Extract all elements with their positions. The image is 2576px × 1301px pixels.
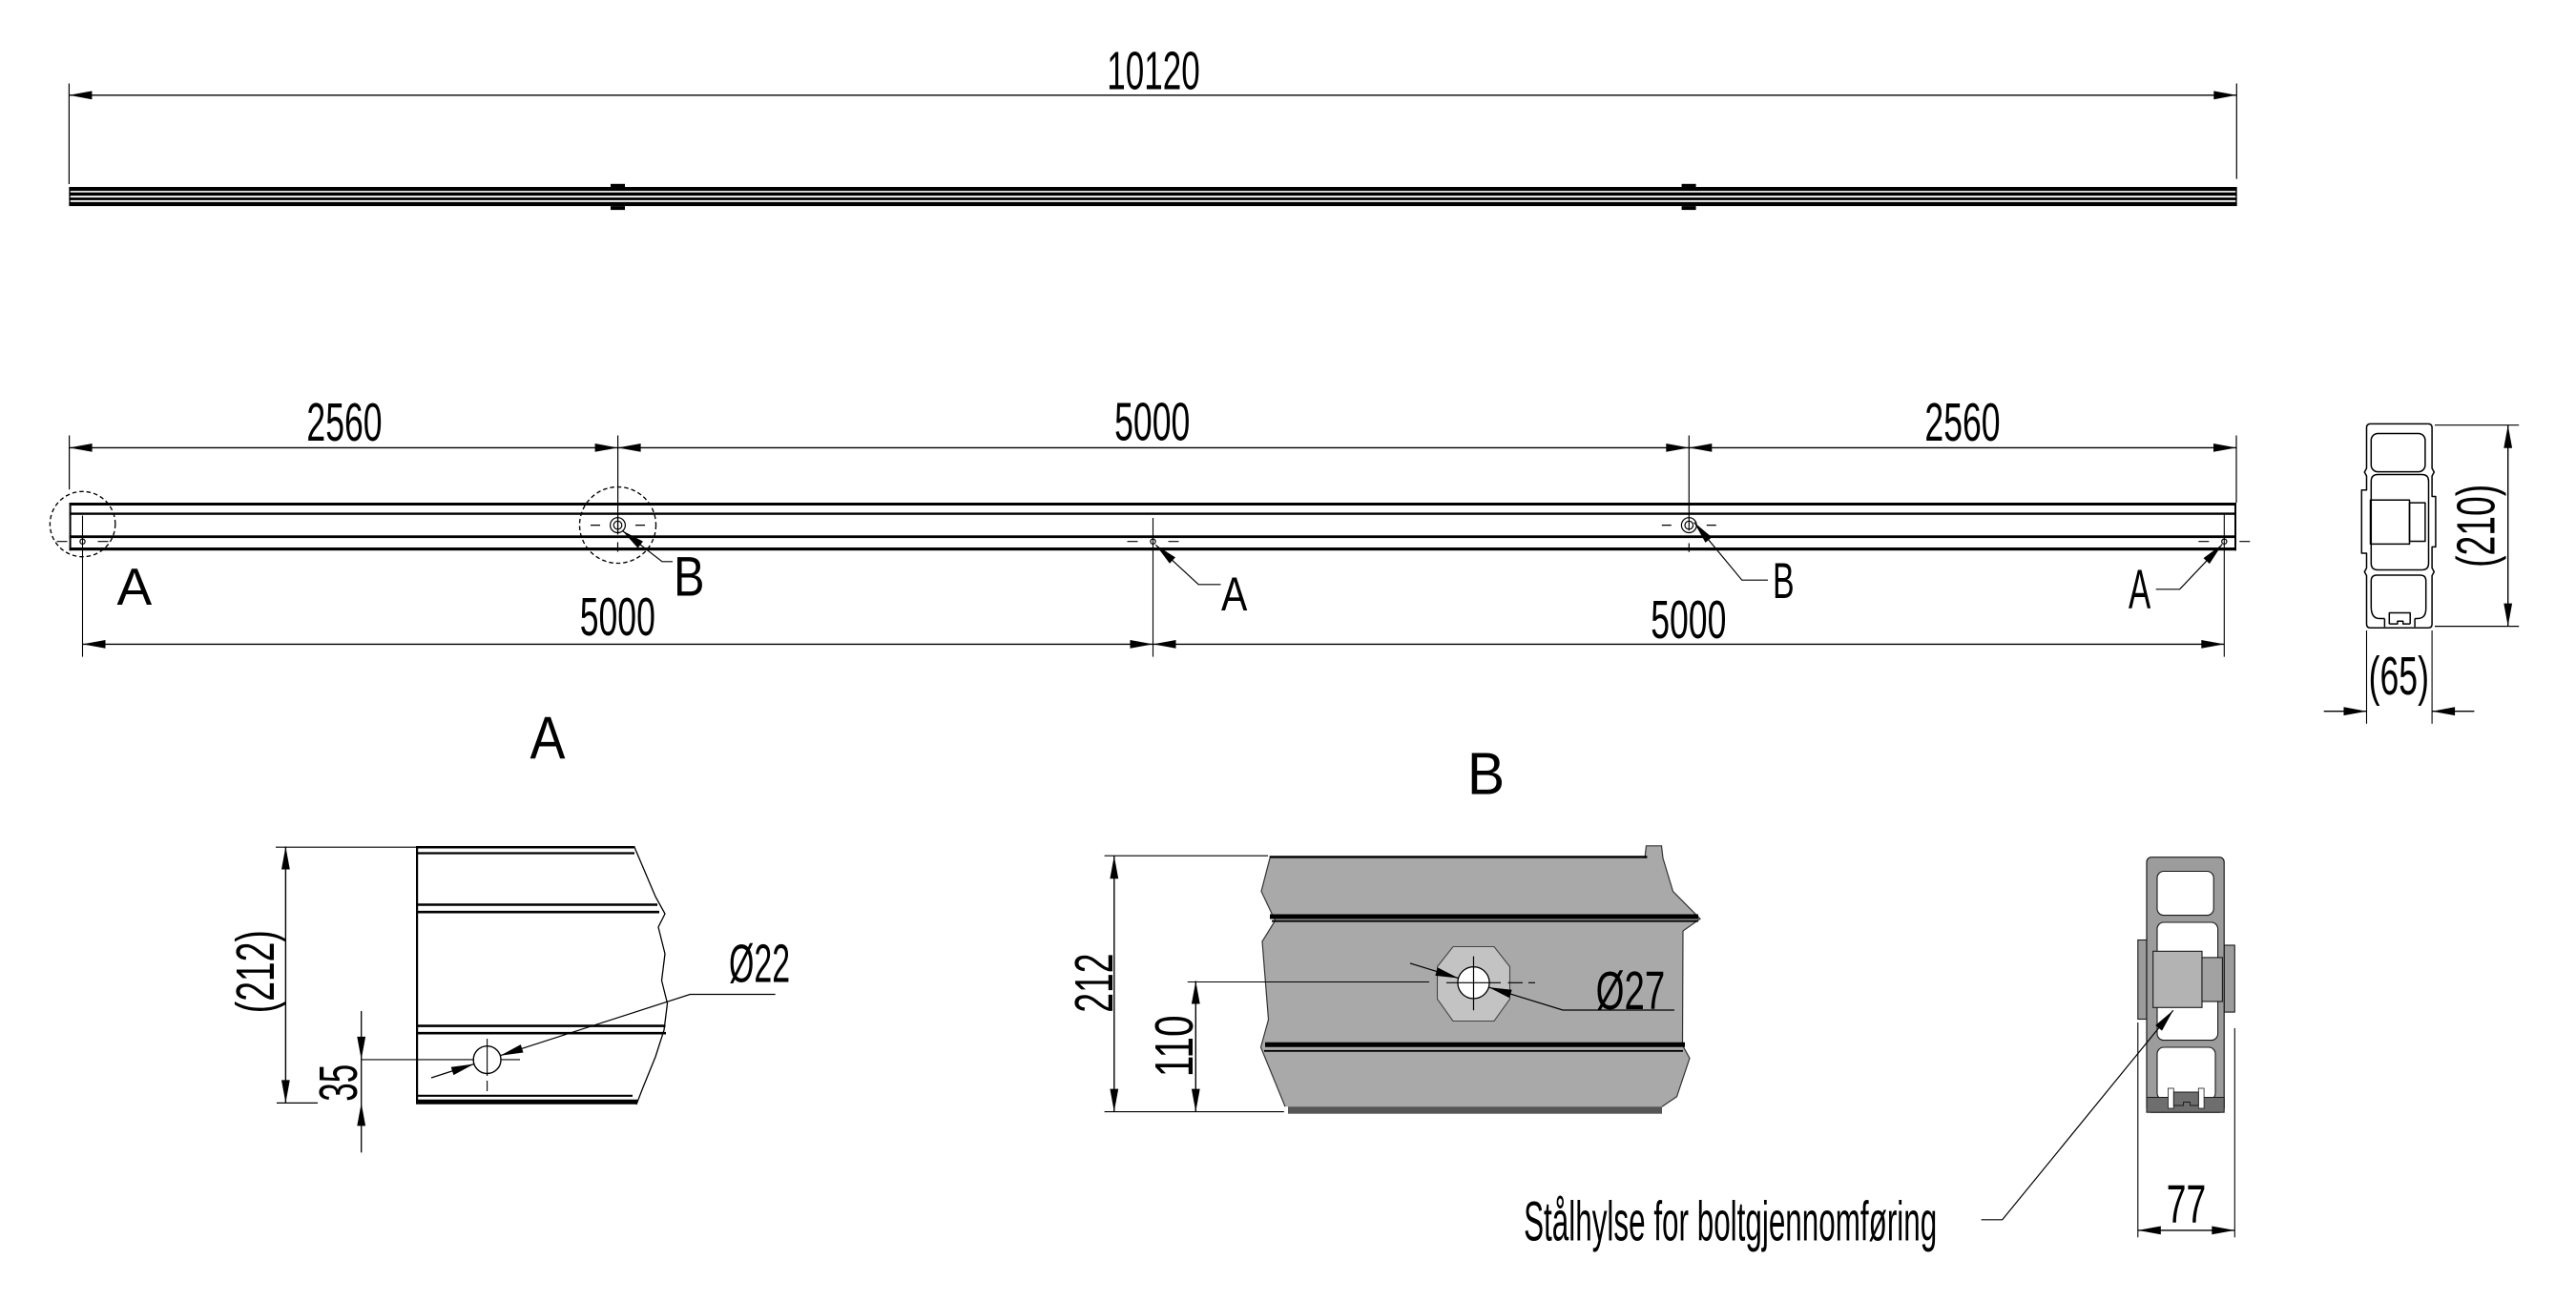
svg-text:5000: 5000 xyxy=(580,588,655,648)
svg-text:110: 110 xyxy=(1144,1015,1204,1077)
svg-text:212: 212 xyxy=(1065,953,1125,1012)
svg-text:77: 77 xyxy=(2167,1175,2206,1235)
svg-text:Stålhylse for boltgjennomførin: Stålhylse for boltgjennomføring xyxy=(1524,1190,1937,1252)
svg-text:B: B xyxy=(1467,740,1505,807)
svg-text:35: 35 xyxy=(307,1064,368,1102)
svg-text:B: B xyxy=(674,547,704,609)
svg-text:(212): (212) xyxy=(226,930,286,1013)
svg-text:5000: 5000 xyxy=(1651,590,1726,650)
svg-text:(65): (65) xyxy=(2369,647,2429,707)
svg-text:A: A xyxy=(2129,560,2150,621)
svg-text:B: B xyxy=(1773,554,1795,609)
svg-text:A: A xyxy=(117,557,153,616)
svg-text:Ø27: Ø27 xyxy=(1596,961,1666,1022)
svg-text:2560: 2560 xyxy=(1924,393,2000,453)
svg-text:Ø22: Ø22 xyxy=(729,934,790,994)
svg-text:A: A xyxy=(1221,568,1248,621)
svg-text:2560: 2560 xyxy=(306,393,382,453)
svg-text:10120: 10120 xyxy=(1107,40,1199,101)
svg-text:A: A xyxy=(530,704,566,772)
svg-text:5000: 5000 xyxy=(1114,392,1190,452)
svg-text:(210): (210) xyxy=(2447,485,2507,568)
